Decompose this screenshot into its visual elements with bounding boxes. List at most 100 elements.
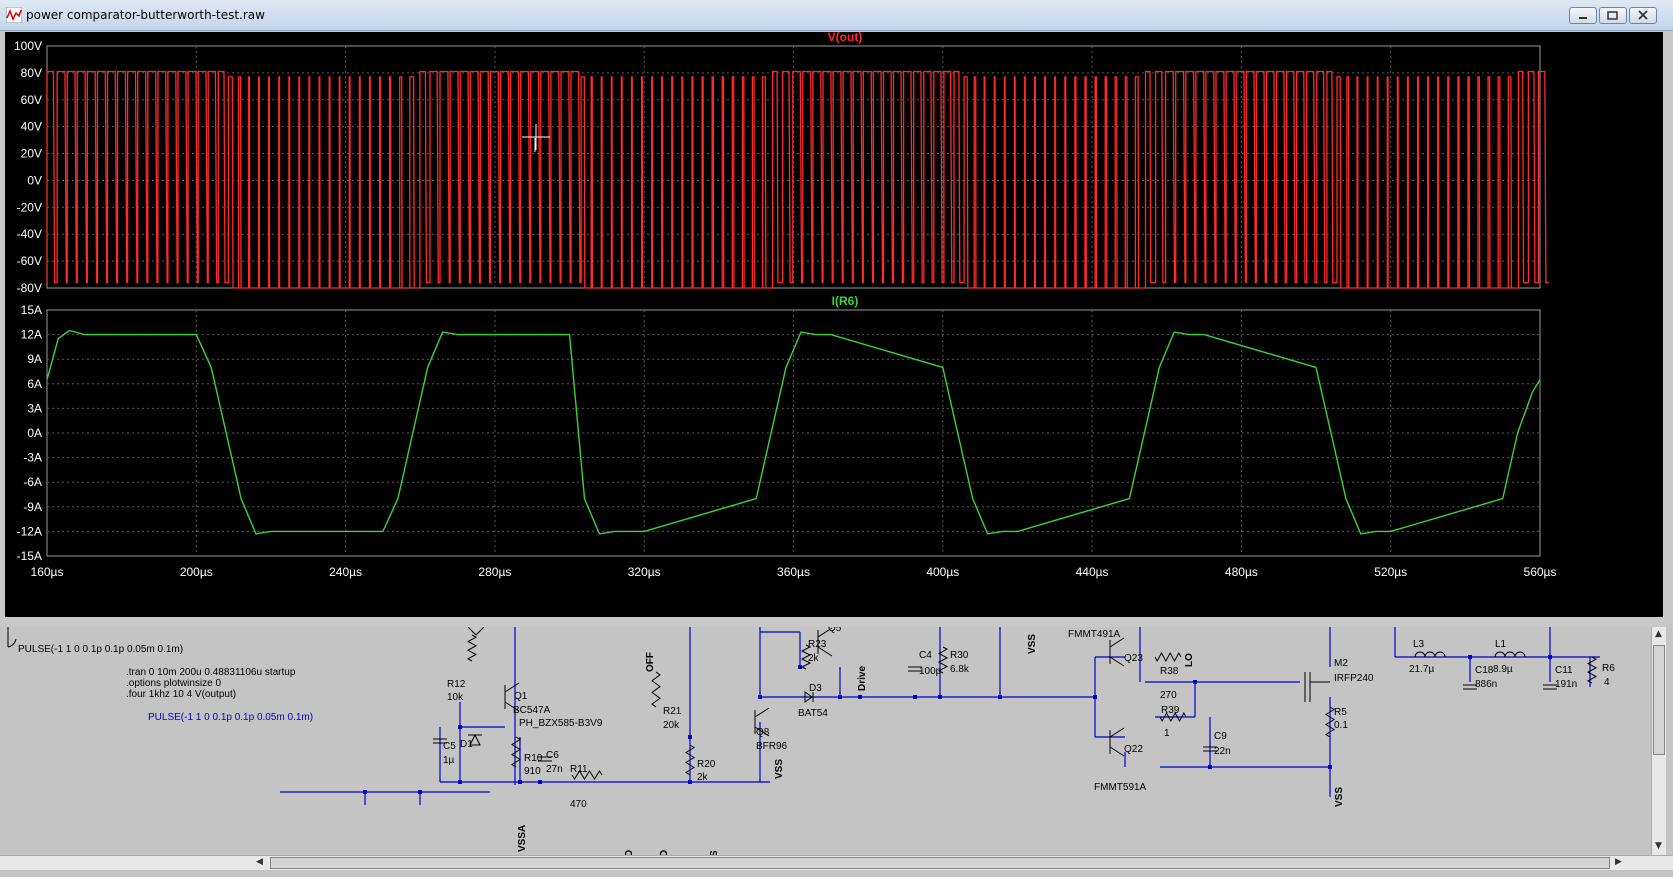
bottom-ytick-label: 0A bbox=[27, 426, 42, 440]
schematic-label: 8.9µ bbox=[1493, 664, 1513, 675]
schematic-label: C6 bbox=[546, 750, 559, 761]
schematic-label: C5 bbox=[443, 741, 456, 752]
close-icon bbox=[1638, 10, 1648, 20]
schematic-label: Q23 bbox=[1124, 653, 1143, 664]
schematic-label: Q8 bbox=[756, 727, 770, 738]
schematic-label: L1 bbox=[1495, 639, 1507, 650]
schematic-label: 100p bbox=[919, 666, 942, 677]
schematic-label: 4 bbox=[1604, 677, 1610, 688]
schematic-label: R12 bbox=[447, 679, 466, 690]
schematic-label: C4 bbox=[919, 650, 932, 661]
schematic-label: 10k bbox=[447, 692, 464, 703]
scroll-up-icon[interactable]: ▲ bbox=[1655, 629, 1662, 639]
x-tick-label: 440µs bbox=[1076, 565, 1109, 579]
schematic-label: R23 bbox=[808, 639, 827, 650]
schematic-label: 2k bbox=[697, 772, 709, 783]
schematic-label: VSS bbox=[1027, 634, 1038, 654]
schematic-label: D3 bbox=[809, 683, 822, 694]
bottom-trace-label[interactable]: I(R6) bbox=[832, 294, 859, 308]
top-pane-grid bbox=[46, 45, 1541, 289]
schematic-label: VSSA bbox=[517, 825, 528, 852]
minimize-button[interactable] bbox=[1569, 7, 1597, 24]
bottom-ytick-label: -15A bbox=[17, 549, 42, 563]
schematic-label: Q5 bbox=[828, 627, 842, 634]
bottom-ytick-label: -12A bbox=[17, 524, 42, 538]
bottom-ytick-label: 6A bbox=[27, 377, 42, 391]
schematic-label: R39 bbox=[1161, 705, 1180, 716]
schematic-label: C9 bbox=[1214, 731, 1227, 742]
horizontal-scrollbar[interactable]: ◀ ▶ bbox=[0, 855, 1673, 870]
schematic-label: 910 bbox=[524, 766, 541, 777]
schematic-label: 1µ bbox=[443, 755, 455, 766]
scroll-left-icon[interactable]: ◀ bbox=[256, 857, 263, 867]
schematic-label: 0.1 bbox=[1334, 720, 1348, 731]
top-trace-label[interactable]: V(out) bbox=[828, 32, 863, 44]
schematic-label: R38 bbox=[1160, 666, 1179, 677]
schematic-label: L3 bbox=[1413, 639, 1425, 650]
bottom-ytick-label: 3A bbox=[27, 401, 42, 415]
schematic-label: Q1 bbox=[514, 691, 528, 702]
top-ytick-label: 40V bbox=[21, 120, 42, 134]
schematic-label: BC547A bbox=[513, 705, 551, 716]
schematic-label: M2 bbox=[1334, 658, 1348, 669]
schematic-label: C11 bbox=[1555, 665, 1573, 676]
bottom-ytick-label: -9A bbox=[23, 500, 42, 514]
x-tick-label: 560µs bbox=[1524, 565, 1557, 579]
bottom-ytick-label: -3A bbox=[23, 451, 42, 465]
x-tick-label: 200µs bbox=[180, 565, 213, 579]
schematic-label: 27n bbox=[546, 764, 563, 775]
schematic-label: R10 bbox=[524, 753, 543, 764]
vout-trace bbox=[46, 70, 1549, 289]
vertical-scroll-thumb[interactable] bbox=[1653, 645, 1665, 755]
window-title: power comparator-butterworth-test.raw bbox=[26, 8, 265, 22]
schematic-label: IRFP240 bbox=[1334, 673, 1374, 684]
bottom-ytick-label: 9A bbox=[27, 352, 42, 366]
top-ytick-label: 80V bbox=[21, 66, 42, 80]
top-ytick-label: 0V bbox=[27, 173, 42, 187]
schematic-label: R6 bbox=[1602, 663, 1615, 674]
schematic-label: 886n bbox=[1475, 679, 1497, 690]
schematic-label: R20 bbox=[697, 759, 716, 770]
x-tick-label: 240µs bbox=[329, 565, 362, 579]
close-button[interactable] bbox=[1629, 7, 1657, 24]
ir6-trace bbox=[46, 329, 1541, 535]
bottom-ytick-label: 15A bbox=[21, 303, 42, 317]
schematic-label: PH_BZX585-B3V9 bbox=[519, 718, 603, 729]
crosshair-cursor-icon bbox=[522, 124, 550, 152]
bottom-pane-grid bbox=[46, 309, 1541, 557]
top-ytick-label: -40V bbox=[17, 227, 42, 241]
schematic-label: OFF bbox=[645, 652, 656, 672]
schematic-label: VSS bbox=[774, 759, 785, 779]
top-ytick-label: 60V bbox=[21, 93, 42, 107]
x-tick-label: 480µs bbox=[1225, 565, 1258, 579]
schematic-label: Q22 bbox=[1124, 744, 1143, 755]
top-ytick-label: 20V bbox=[21, 147, 42, 161]
scroll-right-icon[interactable]: ▶ bbox=[1615, 857, 1622, 867]
x-tick-label: 160µs bbox=[31, 565, 64, 579]
schematic-label: R30 bbox=[950, 650, 969, 661]
x-tick-label: 320µs bbox=[628, 565, 661, 579]
schematic-label: D1 bbox=[460, 739, 473, 750]
scroll-down-icon[interactable]: ▼ bbox=[1655, 841, 1662, 851]
x-tick-label: 280µs bbox=[478, 565, 511, 579]
vertical-scrollbar[interactable]: ▲ ▼ bbox=[1651, 627, 1666, 855]
schematic-label: FMMT591A bbox=[1094, 782, 1147, 793]
schematic-label: BAT54 bbox=[798, 708, 828, 719]
schematic-label: 1 bbox=[1164, 728, 1170, 739]
horizontal-scroll-thumb[interactable] bbox=[270, 857, 1610, 869]
schematic-label: R5 bbox=[1334, 707, 1347, 718]
title-bar: power comparator-butterworth-test.raw bbox=[0, 0, 1673, 31]
schematic-label: VSS bbox=[1334, 787, 1345, 807]
schematic-label: .tran 0 10m 200u 0.48831106u startup bbox=[126, 667, 296, 678]
restore-button[interactable] bbox=[1599, 7, 1627, 24]
schematic-label: S bbox=[709, 850, 720, 855]
schematic-label: D bbox=[659, 850, 670, 855]
waveform-plot[interactable]: V(out) I(R6) 100V80V60V40V20V0V-20V-40V-… bbox=[5, 32, 1663, 617]
bottom-ytick-label: -6A bbox=[23, 475, 42, 489]
